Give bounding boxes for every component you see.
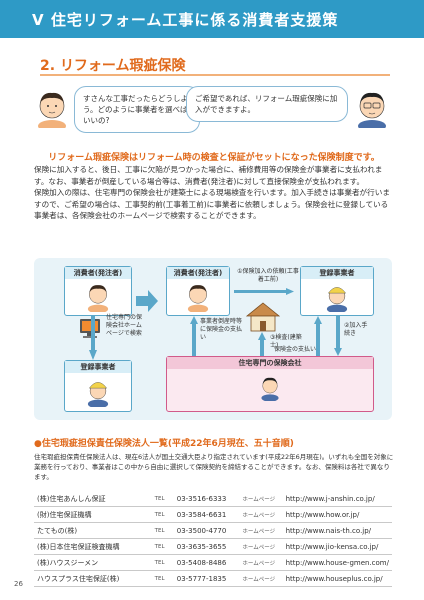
title-underline <box>40 74 390 76</box>
tel-number: 03-3516-6333 <box>173 491 240 507</box>
consumer-face-icon <box>38 92 66 128</box>
search-note: 住宅専門の保険会社ホームページで検索 <box>106 314 143 337</box>
insurer-staff-icon <box>261 377 279 401</box>
left-consumer-box: 消費者(発注者) <box>64 266 132 316</box>
homepage-label: ホームページ <box>239 506 283 523</box>
homepage-link[interactable]: http://www.jio-kensa.co.jp/ <box>282 538 392 555</box>
tel-label: TEL <box>151 522 174 539</box>
step-1-label: ①保険加入の依頼(工事着工前) <box>237 268 299 283</box>
homepage-link[interactable]: http://www.how.or.jp/ <box>282 506 392 523</box>
tel-label: TEL <box>151 506 174 523</box>
page-header-title: V 住宅リフォーム工事に係る消費者支援策 <box>32 11 339 29</box>
institution-name: (株)住宅あんしん保証 <box>34 491 152 507</box>
homepage-link[interactable]: http://www.houseplus.co.jp/ <box>282 570 392 587</box>
payment-up-arrow <box>314 316 322 356</box>
tel-label: TEL <box>151 491 174 507</box>
insurer-list-description: 住宅瑕疵担保責任保険法人は、現在6法人が国土交通大臣より指定されています(平成2… <box>34 453 394 481</box>
contractor-face-icon <box>358 92 386 128</box>
homepage-label: ホームページ <box>239 491 283 507</box>
section-title: 2. リフォーム瑕疵保険 <box>40 55 186 75</box>
tel-number: 03-3584-6631 <box>173 506 240 523</box>
header-bar: V 住宅リフォーム工事に係る消費者支援策 <box>0 0 424 38</box>
tel-number: 03-3635-3655 <box>173 538 240 555</box>
paragraph-2: 保険加入の際は、住宅専門の保険会社が建築士による現場検査を行います。加入手続きは… <box>34 188 390 220</box>
homepage-label: ホームページ <box>239 522 283 539</box>
left-consumer-icon <box>87 285 109 312</box>
page-number: 26 <box>14 580 23 588</box>
institution-name: (株)ハウスジーメン <box>34 554 152 571</box>
bankruptcy-payment-note: 事業者倒産時等に保険金の支払い <box>200 318 243 341</box>
tel-number: 03-5408-8486 <box>173 554 240 571</box>
step-1-arrow <box>234 288 294 295</box>
left-consumer-label: 消費者(発注者) <box>65 267 131 279</box>
paragraph-1: 保険に加入すると、後日、工事に欠陥が見つかった場合に、補修費用等の保険金が事業者… <box>34 165 383 186</box>
inspection-arrow <box>258 332 266 358</box>
institution-name: (財)住宅保証機構 <box>34 506 152 523</box>
homepage-label: ホームページ <box>239 554 283 571</box>
section-title-text: リフォーム瑕疵保険 <box>59 58 186 74</box>
left-contractor-icon <box>87 382 109 407</box>
tel-number: 03-3500-4770 <box>173 522 240 539</box>
institution-name: ハウスプラス住宅保証(株) <box>34 570 152 587</box>
right-registered-label: 登録事業者 <box>301 267 373 279</box>
step-2-arrow <box>334 316 342 356</box>
tel-label: TEL <box>151 570 174 587</box>
homepage-label: ホームページ <box>239 538 283 555</box>
homepage-link[interactable]: http://www.j-anshin.co.jp/ <box>282 491 392 507</box>
contractor-speech-bubble: ご希望であれば、リフォーム瑕疵保険に加入ができますよ。 <box>186 86 348 122</box>
homepage-label: ホームページ <box>239 570 283 587</box>
left-down-arrow <box>89 316 97 360</box>
step-2-label: ②加入手続き <box>344 322 368 337</box>
institution-name: (株)日本住宅保証検査機構 <box>34 538 152 555</box>
right-contractor-icon <box>326 287 348 312</box>
tel-label: TEL <box>151 554 174 571</box>
bankruptcy-payment-arrow <box>190 316 198 356</box>
tel-number: 03-5777-1835 <box>173 570 240 587</box>
institution-name: たてもの(株) <box>34 522 152 539</box>
consumer-speech-bubble: すさんな工事だったらどうしよう。どのように事業者を選べばいいの? <box>74 86 200 133</box>
insurer-box: 住宅専門の保険会社 <box>166 356 374 412</box>
flow-right-arrow <box>136 290 158 312</box>
right-consumer-icon <box>187 285 209 312</box>
house-icon <box>246 302 280 332</box>
payment-label: 保険金の支払い <box>273 346 316 353</box>
tel-label: TEL <box>151 538 174 555</box>
homepage-link[interactable]: http://www.house-gmen.com/ <box>282 554 392 571</box>
right-registered-box: 登録事業者 <box>300 266 374 316</box>
insurer-list-title: ●住宅瑕疵担保責任保険法人一覧(平成22年6月現在、五十音順) <box>34 439 294 449</box>
section-number: 2. <box>40 58 56 74</box>
right-consumer-box: 消費者(発注者) <box>166 266 230 316</box>
left-registered-box: 登録事業者 <box>64 360 132 412</box>
step-3-label: ③検査(建築士) <box>270 334 302 349</box>
right-consumer-label: 消費者(発注者) <box>167 267 229 279</box>
homepage-link[interactable]: http://www.nais-th.co.jp/ <box>282 522 392 539</box>
insurance-subheading: リフォーム瑕疵保険はリフォーム時の検査と保証がセットになった保険制度です。 <box>48 153 380 163</box>
left-registered-label: 登録事業者 <box>65 361 131 373</box>
insurer-label: 住宅専門の保険会社 <box>167 357 373 369</box>
